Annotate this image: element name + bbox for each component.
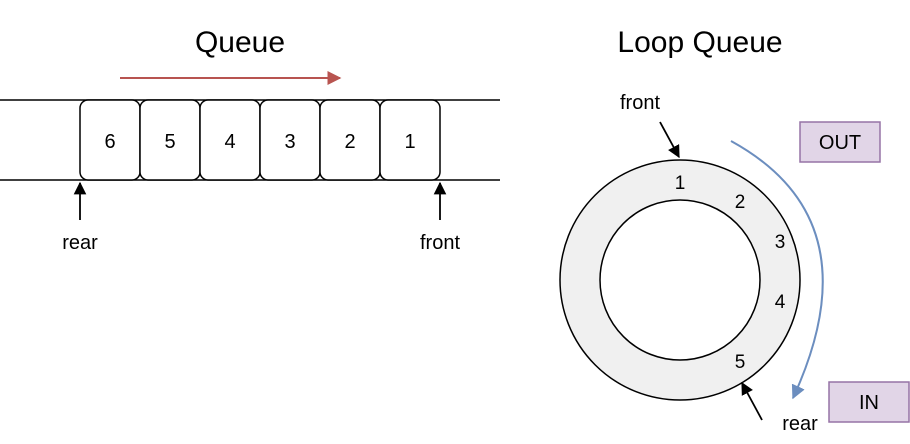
loop-slot-1: 1 xyxy=(675,173,686,194)
queue-cell-value: 6 xyxy=(104,131,115,153)
out-tag-label: OUT xyxy=(819,132,861,154)
queue-cell-value: 2 xyxy=(344,131,355,153)
in-tag: IN xyxy=(828,381,910,423)
in-tag-label: IN xyxy=(859,392,879,414)
loop-slot-4: 4 xyxy=(775,292,786,313)
loop-queue-title: Loop Queue xyxy=(617,26,782,59)
queue-cell-value: 5 xyxy=(164,131,175,153)
queue-cell: 5 xyxy=(139,99,201,181)
queue-cell-value: 4 xyxy=(224,131,235,153)
queue-cell: 2 xyxy=(319,99,381,181)
queue-cell: 1 xyxy=(379,99,441,181)
loop-flow-arrow xyxy=(730,140,824,400)
loop-slot-5: 5 xyxy=(735,352,746,373)
loop-front-arrow xyxy=(659,121,680,159)
queue-front-label: front xyxy=(420,232,460,254)
queue-cell: 3 xyxy=(259,99,321,181)
loop-rear-label: rear xyxy=(782,413,818,435)
out-tag: OUT xyxy=(799,121,881,163)
loop-queue-hole xyxy=(599,199,761,361)
queue-cell-value: 1 xyxy=(404,131,415,153)
loop-slot-3: 3 xyxy=(775,232,786,253)
loop-slot-2: 2 xyxy=(735,192,746,213)
loop-front-label: front xyxy=(620,92,660,114)
queue-rear-label: rear xyxy=(62,232,98,254)
queue-title: Queue xyxy=(195,26,285,59)
queue-cell: 4 xyxy=(199,99,261,181)
queue-cell: 6 xyxy=(79,99,141,181)
loop-rear-arrow xyxy=(741,381,763,421)
queue-cell-value: 3 xyxy=(284,131,295,153)
